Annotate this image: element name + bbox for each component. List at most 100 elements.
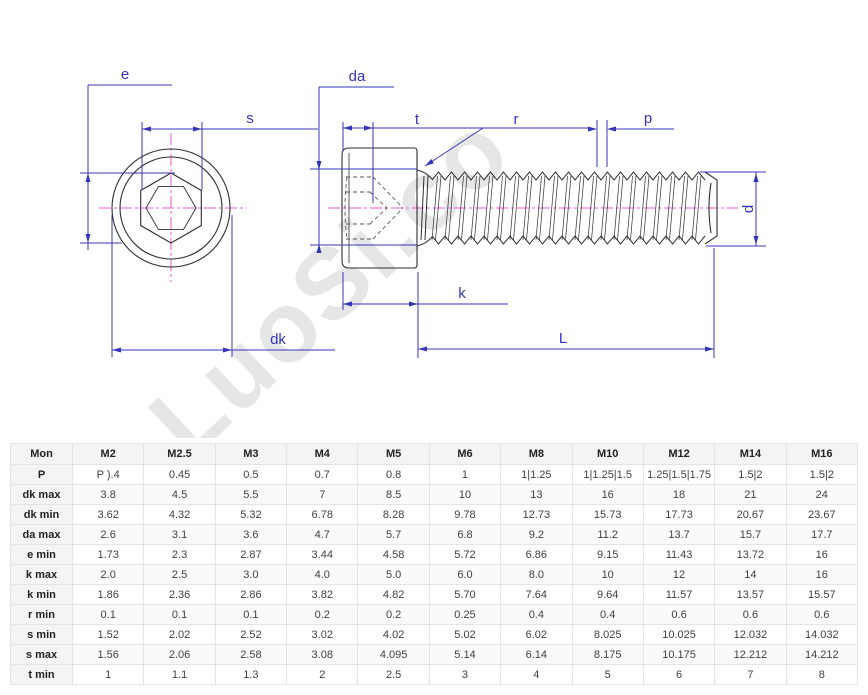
value-cell: 3.02: [287, 625, 358, 645]
value-cell: 2.3: [144, 545, 215, 565]
value-cell: 3.44: [287, 545, 358, 565]
value-cell: 4.0: [287, 565, 358, 585]
value-cell: 0.4: [501, 605, 572, 625]
dim-label-e: e: [121, 66, 129, 83]
value-cell: 1.25|1.5|1.75: [643, 465, 714, 485]
column-header-M12: M12: [643, 444, 714, 465]
screw-technical-drawing: LuoSi.co e s dk da t r p d k L: [0, 0, 868, 438]
table-row: s min1.522.022.523.024.025.026.028.02510…: [11, 625, 858, 645]
value-cell: 6.8: [429, 525, 500, 545]
value-cell: 9.2: [501, 525, 572, 545]
value-cell: 12.212: [715, 645, 786, 665]
value-cell: 10.175: [643, 645, 714, 665]
value-cell: 1.86: [73, 585, 144, 605]
value-cell: 24: [786, 485, 857, 505]
value-cell: 1.1: [144, 665, 215, 685]
value-cell: 12.032: [715, 625, 786, 645]
table-row: dk min3.624.325.326.788.289.7812.7315.73…: [11, 505, 858, 525]
value-cell: 8.5: [358, 485, 429, 505]
row-label: e min: [11, 545, 73, 565]
value-cell: 5.5: [215, 485, 286, 505]
column-header-M5: M5: [358, 444, 429, 465]
value-cell: 11.43: [643, 545, 714, 565]
table-row: r min0.10.10.10.20.20.250.40.40.60.60.6: [11, 605, 858, 625]
value-cell: 21: [715, 485, 786, 505]
value-cell: 0.6: [715, 605, 786, 625]
row-label: P: [11, 465, 73, 485]
value-cell: 0.2: [287, 605, 358, 625]
dim-label-r: r: [514, 111, 519, 128]
value-cell: 3.08: [287, 645, 358, 665]
row-label: s min: [11, 625, 73, 645]
value-cell: 5.70: [429, 585, 500, 605]
value-cell: 8.0: [501, 565, 572, 585]
value-cell: 6: [643, 665, 714, 685]
value-cell: 0.8: [358, 465, 429, 485]
value-cell: 2.52: [215, 625, 286, 645]
value-cell: 1.5|2: [715, 465, 786, 485]
value-cell: 4.32: [144, 505, 215, 525]
table-row: k max2.02.53.04.05.06.08.010121416: [11, 565, 858, 585]
value-cell: 12: [643, 565, 714, 585]
value-cell: 1: [73, 665, 144, 685]
row-label: dk max: [11, 485, 73, 505]
value-cell: 0.1: [73, 605, 144, 625]
value-cell: 23.67: [786, 505, 857, 525]
table-row: e min1.732.32.873.444.585.726.869.1511.4…: [11, 545, 858, 565]
column-header-M4: M4: [287, 444, 358, 465]
spec-table-header: MonM2M2.5M3M4M5M6M8M10M12M14M16: [11, 444, 858, 465]
value-cell: 0.6: [786, 605, 857, 625]
value-cell: 11.57: [643, 585, 714, 605]
value-cell: 0.1: [144, 605, 215, 625]
value-cell: 5.14: [429, 645, 500, 665]
value-cell: 4.02: [358, 625, 429, 645]
column-header-M3: M3: [215, 444, 286, 465]
value-cell: 8.28: [358, 505, 429, 525]
value-cell: 9.15: [572, 545, 643, 565]
value-cell: 16: [786, 545, 857, 565]
value-cell: 2.87: [215, 545, 286, 565]
dim-label-p: p: [644, 110, 652, 127]
value-cell: 1.5|2: [786, 465, 857, 485]
value-cell: 0.6: [643, 605, 714, 625]
value-cell: 13.57: [715, 585, 786, 605]
value-cell: 8.025: [572, 625, 643, 645]
row-label: dk min: [11, 505, 73, 525]
value-cell: 20.67: [715, 505, 786, 525]
value-cell: 4: [501, 665, 572, 685]
value-cell: 9.78: [429, 505, 500, 525]
value-cell: 0.25: [429, 605, 500, 625]
value-cell: 2.06: [144, 645, 215, 665]
value-cell: 5.02: [429, 625, 500, 645]
table-row: s max1.562.062.583.084.0955.146.148.1751…: [11, 645, 858, 665]
value-cell: 12.73: [501, 505, 572, 525]
value-cell: 5: [572, 665, 643, 685]
value-cell: 0.1: [215, 605, 286, 625]
value-cell: 14.212: [786, 645, 857, 665]
value-cell: 3.62: [73, 505, 144, 525]
value-cell: 1.56: [73, 645, 144, 665]
row-label-header: Mon: [11, 444, 73, 465]
value-cell: 13.7: [643, 525, 714, 545]
value-cell: 2.6: [73, 525, 144, 545]
dim-label-k: k: [458, 285, 466, 302]
column-header-M2.5: M2.5: [144, 444, 215, 465]
value-cell: 7: [715, 665, 786, 685]
value-cell: 15.57: [786, 585, 857, 605]
value-cell: 4.7: [287, 525, 358, 545]
value-cell: 2.5: [144, 565, 215, 585]
value-cell: 3.1: [144, 525, 215, 545]
value-cell: 0.4: [572, 605, 643, 625]
value-cell: 18: [643, 485, 714, 505]
value-cell: 1: [429, 465, 500, 485]
value-cell: 1.52: [73, 625, 144, 645]
value-cell: 17.7: [786, 525, 857, 545]
value-cell: 7.64: [501, 585, 572, 605]
value-cell: 6.0: [429, 565, 500, 585]
value-cell: 5.32: [215, 505, 286, 525]
value-cell: P ).4: [73, 465, 144, 485]
value-cell: 2.86: [215, 585, 286, 605]
value-cell: 15.7: [715, 525, 786, 545]
table-row: k min1.862.362.863.824.825.707.649.6411.…: [11, 585, 858, 605]
value-cell: 1.73: [73, 545, 144, 565]
